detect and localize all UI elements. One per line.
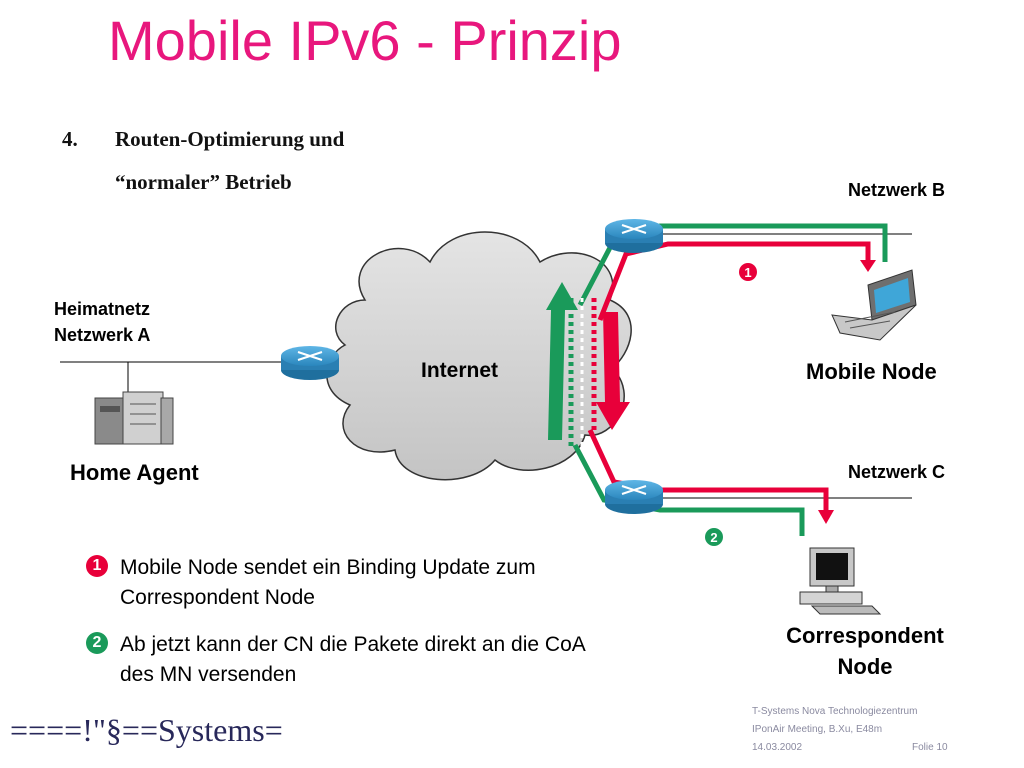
list-item-line1: Routen-Optimierung und bbox=[115, 127, 345, 151]
green-up-arrow bbox=[546, 282, 578, 440]
footer-meeting: IPonAir Meeting, B.Xu, E48m bbox=[752, 724, 883, 735]
green-path-network-c bbox=[572, 443, 805, 536]
note-two: Ab jetzt kann der CN die Pakete direkt a… bbox=[120, 630, 586, 690]
label-internet: Internet bbox=[421, 359, 499, 382]
laptop-icon bbox=[831, 269, 917, 341]
router-network-b bbox=[605, 219, 663, 253]
red-down-arrow bbox=[596, 312, 630, 430]
slide-title: Mobile IPv6 - Prinzip bbox=[108, 9, 622, 72]
marker-two-icon bbox=[705, 528, 723, 546]
router-network-a bbox=[281, 346, 339, 380]
brand-logo-text: ====!"§==Systems= bbox=[10, 712, 283, 748]
note-two-line2: des MN versenden bbox=[120, 663, 297, 686]
label-network-b: Netzwerk B bbox=[848, 180, 946, 200]
note-two-line1: Ab jetzt kann der CN die Pakete direkt a… bbox=[120, 633, 586, 656]
label-home-net-1: Heimatnetz bbox=[54, 299, 151, 319]
note-one-marker-icon: 1 bbox=[86, 555, 108, 577]
footer-date: 14.03.2002 bbox=[752, 742, 803, 753]
label-home-agent: Home Agent bbox=[70, 460, 199, 485]
label-network-c: Netzwerk C bbox=[848, 462, 946, 482]
list-number: 4. bbox=[62, 127, 78, 151]
home-agent-server-icon bbox=[94, 391, 174, 445]
footer-org: T-Systems Nova Technologiezentrum bbox=[752, 706, 918, 717]
list-item-line2: “normaler” Betrieb bbox=[115, 170, 292, 194]
marker-two-text: 2 bbox=[710, 530, 717, 545]
note-one-line2: Correspondent Node bbox=[120, 586, 315, 609]
label-correspondent-2: Node bbox=[837, 654, 893, 679]
note-one-line1: Mobile Node sendet ein Binding Update zu… bbox=[120, 556, 536, 579]
router-network-c bbox=[605, 480, 663, 514]
red-path-network-b bbox=[597, 241, 871, 321]
note-one: Mobile Node sendet ein Binding Update zu… bbox=[120, 553, 536, 613]
footer-slide-number: Folie 10 bbox=[912, 742, 948, 753]
label-correspondent-1: Correspondent bbox=[786, 623, 944, 648]
note-two-marker-icon: 2 bbox=[86, 632, 108, 654]
label-home-net-2: Netzwerk A bbox=[54, 325, 151, 345]
label-mobile-node: Mobile Node bbox=[806, 359, 937, 384]
marker-one-icon bbox=[739, 263, 757, 281]
internet-cloud bbox=[326, 231, 632, 481]
desktop-computer-icon bbox=[799, 547, 882, 615]
red-arrowhead-mobile-node bbox=[860, 260, 876, 272]
marker-one-text: 1 bbox=[744, 265, 751, 280]
red-arrowhead-correspondent bbox=[818, 510, 834, 524]
